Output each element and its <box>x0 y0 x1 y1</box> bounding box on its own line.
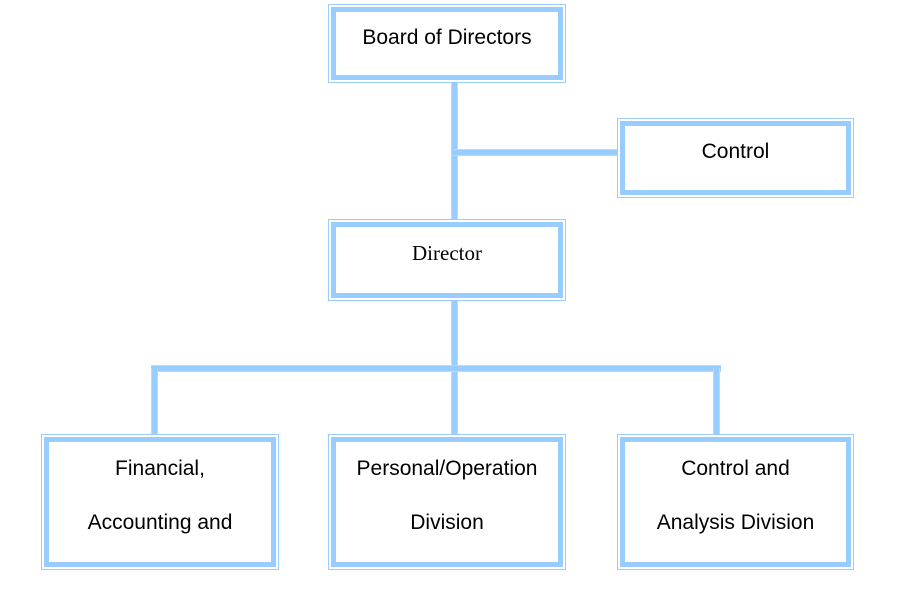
node-control: Control <box>620 121 851 195</box>
node-personal-line2: Division <box>410 511 484 534</box>
node-financial-accounting: Financial, Accounting and <box>44 437 276 567</box>
node-director: Director <box>331 222 563 298</box>
node-personal-operation: Personal/Operation Division <box>331 437 563 567</box>
connector-to-control <box>454 149 624 156</box>
node-board-label: Board of Directors <box>362 26 532 49</box>
node-board-of-directors: Board of Directors <box>331 7 563 80</box>
node-director-label: Director <box>412 241 482 265</box>
node-personal-line1: Personal/Operation <box>356 457 538 480</box>
node-analysis-line2: Analysis Division <box>656 511 815 534</box>
node-control-analysis: Control and Analysis Division <box>620 437 851 567</box>
node-financial-line1: Financial, <box>115 457 205 480</box>
node-financial-line2: Accounting and <box>87 511 233 534</box>
node-analysis-line1: Control and <box>681 457 790 480</box>
connector-division-branch <box>151 365 721 372</box>
node-control-label: Control <box>701 140 770 163</box>
connector-to-financial <box>151 368 158 440</box>
connector-to-analysis <box>713 368 720 440</box>
